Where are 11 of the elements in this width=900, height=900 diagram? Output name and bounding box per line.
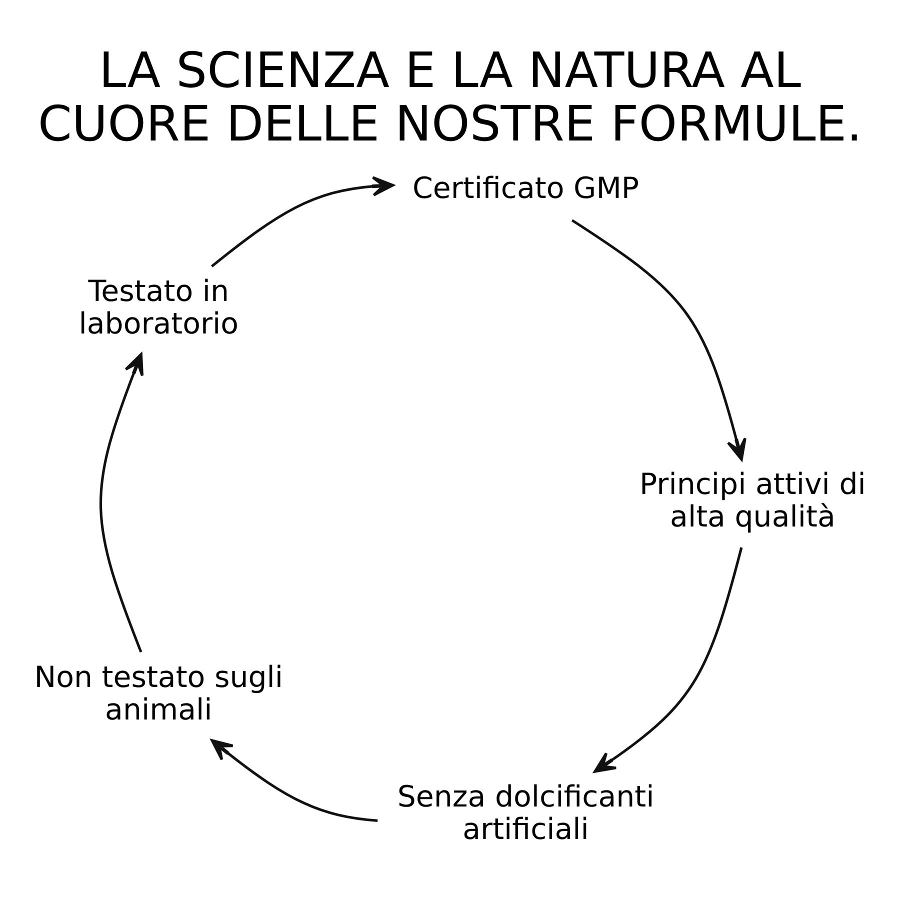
arrow xyxy=(100,352,144,652)
arrow xyxy=(210,176,394,267)
node-text: Non testato sugli animali xyxy=(34,660,284,726)
arrow xyxy=(594,546,743,772)
arrow xyxy=(210,738,378,822)
diagram-title: LA SCIENZA E LA NATURA AL CUORE DELLE NOSTRE FORMULE. xyxy=(38,42,862,152)
node-text: Certificato GMP xyxy=(412,170,640,205)
node-text: Senza dolcificanti artificiali xyxy=(397,779,654,846)
node-text: Principi attivi di alta qualità xyxy=(640,466,866,534)
node-text: Testato in laboratorio xyxy=(78,274,239,340)
arrow xyxy=(571,218,746,460)
